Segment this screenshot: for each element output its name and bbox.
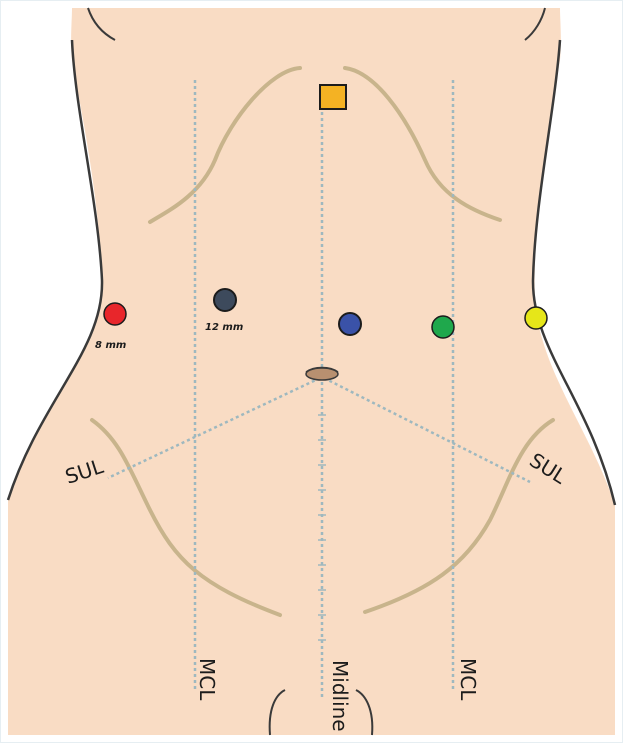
navel-icon: [306, 368, 338, 381]
red-port-size-label: 8 mm: [95, 340, 126, 351]
yellow-port[interactable]: [525, 307, 547, 329]
mcl-right-label: MCL: [456, 658, 480, 701]
red-port[interactable]: [104, 303, 126, 325]
dark-port-size-label: 12 mm: [205, 322, 243, 333]
midline-label: Midline: [328, 660, 352, 732]
dark-port[interactable]: [214, 289, 236, 311]
mcl-left-label: MCL: [195, 658, 219, 701]
square-port[interactable]: [320, 85, 346, 109]
blue-port[interactable]: [339, 313, 361, 335]
green-port[interactable]: [432, 316, 454, 338]
